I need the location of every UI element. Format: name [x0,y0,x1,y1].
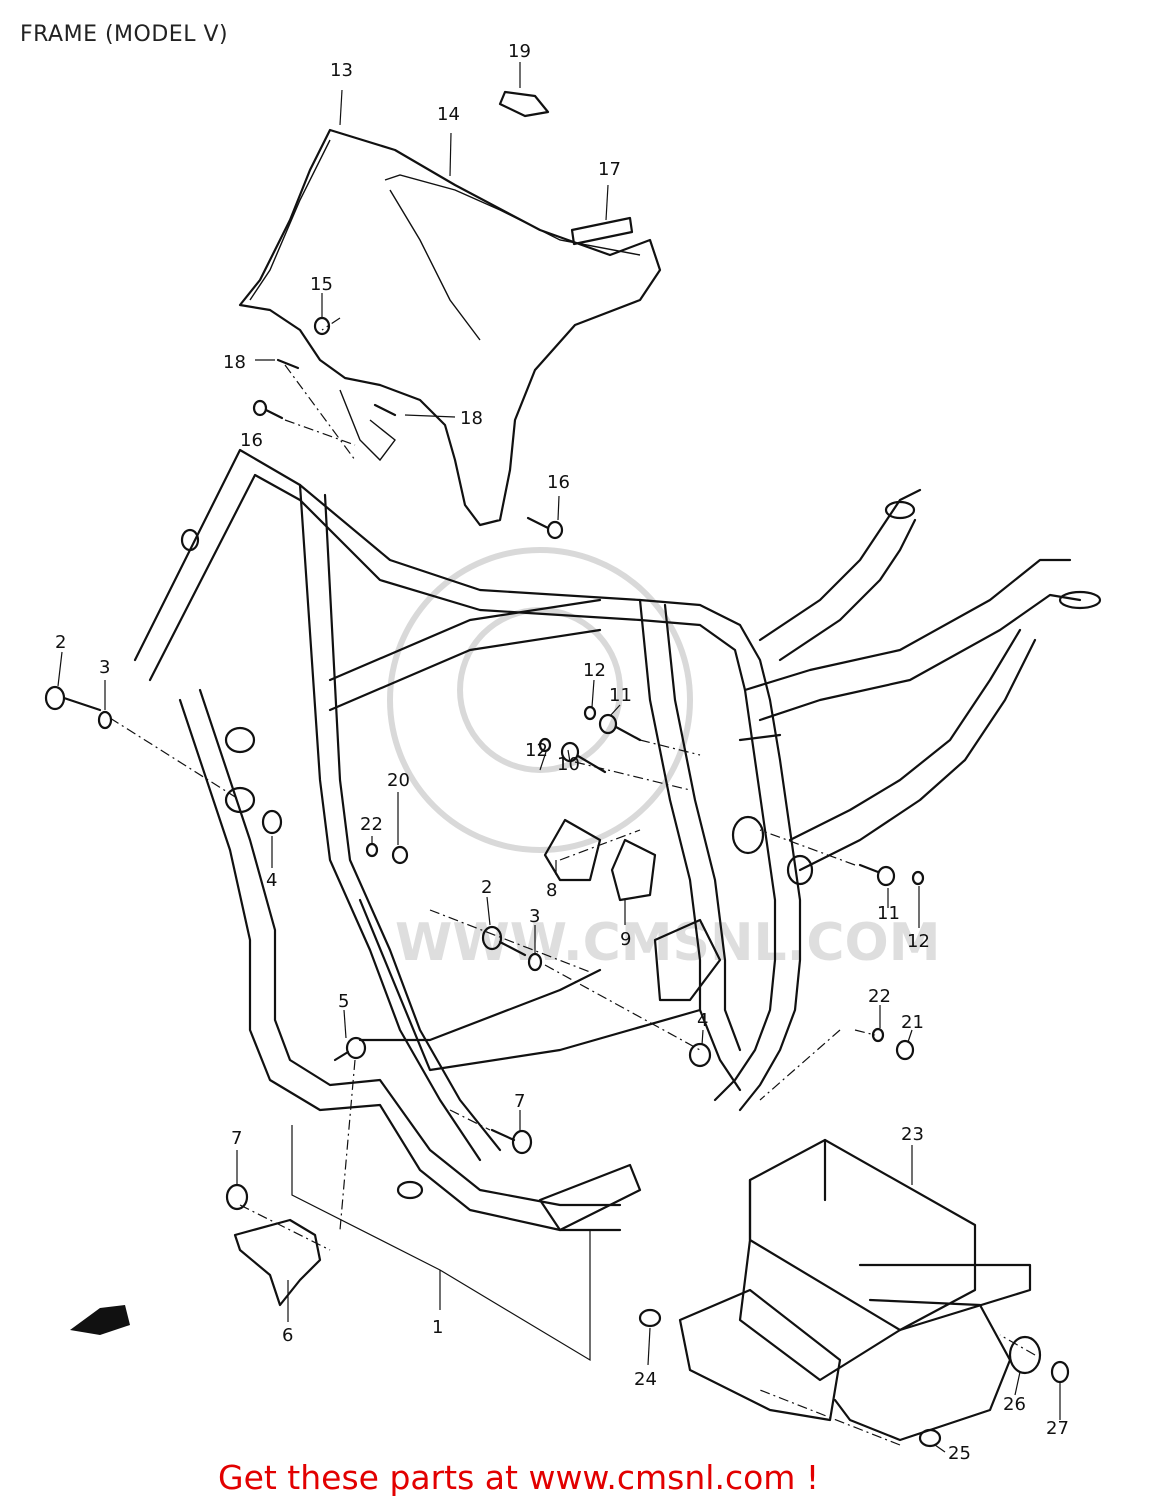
emblem-part-19 [498,90,550,118]
callout-5: 5 [338,991,349,1012]
fasteners [44,316,925,1211]
callout-13: 13 [330,60,353,81]
callout-12: 12 [583,660,606,681]
callout-12: 12 [525,740,548,761]
footer-link-text[interactable]: Get these parts at www.cmsnl.com ! [218,1458,820,1497]
callout-18: 18 [223,352,246,373]
plate-part-17 [570,216,634,246]
callout-4: 4 [266,870,277,891]
callout-18: 18 [460,408,483,429]
bracket-part-8 [543,818,602,882]
callout-27: 27 [1046,1418,1069,1439]
callout-6: 6 [282,1325,293,1346]
callout-20: 20 [387,770,410,791]
leader-lines [57,62,1061,1453]
callout-23: 23 [901,1124,924,1145]
callout-9: 9 [620,929,631,950]
callout-17: 17 [598,159,621,180]
callout-15: 15 [310,274,333,295]
callout-21: 21 [901,1012,924,1033]
callout-11: 11 [609,685,632,706]
callout-4: 4 [697,1010,708,1031]
footrest-bracket [653,918,722,1002]
callout-7: 7 [231,1128,242,1149]
callout-12: 12 [907,931,930,952]
callout-labels: 1 2 2 3 3 4 4 5 6 7 7 8 9 10 11 11 12 12… [55,41,1069,1464]
bracket-part-6 [233,1218,322,1307]
callout-2: 2 [481,877,492,898]
callout-19: 19 [508,41,531,62]
callout-3: 3 [99,657,110,678]
callout-22: 22 [360,814,383,835]
callout-11: 11 [877,903,900,924]
callout-10: 10 [557,754,580,775]
callout-2: 2 [55,632,66,653]
bracket-part-9 [610,838,657,902]
page-title: FRAME (MODEL V) [20,22,229,47]
callout-25: 25 [948,1443,971,1464]
main-frame-part-1 [133,448,1102,1232]
callout-26: 26 [1003,1394,1026,1415]
callout-16: 16 [547,472,570,493]
callout-1: 1 [432,1317,443,1338]
callout-14: 14 [437,104,460,125]
watermark-text: WWW.CMSNL.COM [395,913,940,973]
front-direction-arrow-icon [70,1305,130,1335]
callout-8: 8 [546,880,557,901]
side-cover-part-14 [238,128,662,527]
callout-16: 16 [240,430,263,451]
callout-22: 22 [868,986,891,1007]
callout-3: 3 [529,906,540,927]
callout-24: 24 [634,1369,657,1390]
callout-7: 7 [514,1091,525,1112]
